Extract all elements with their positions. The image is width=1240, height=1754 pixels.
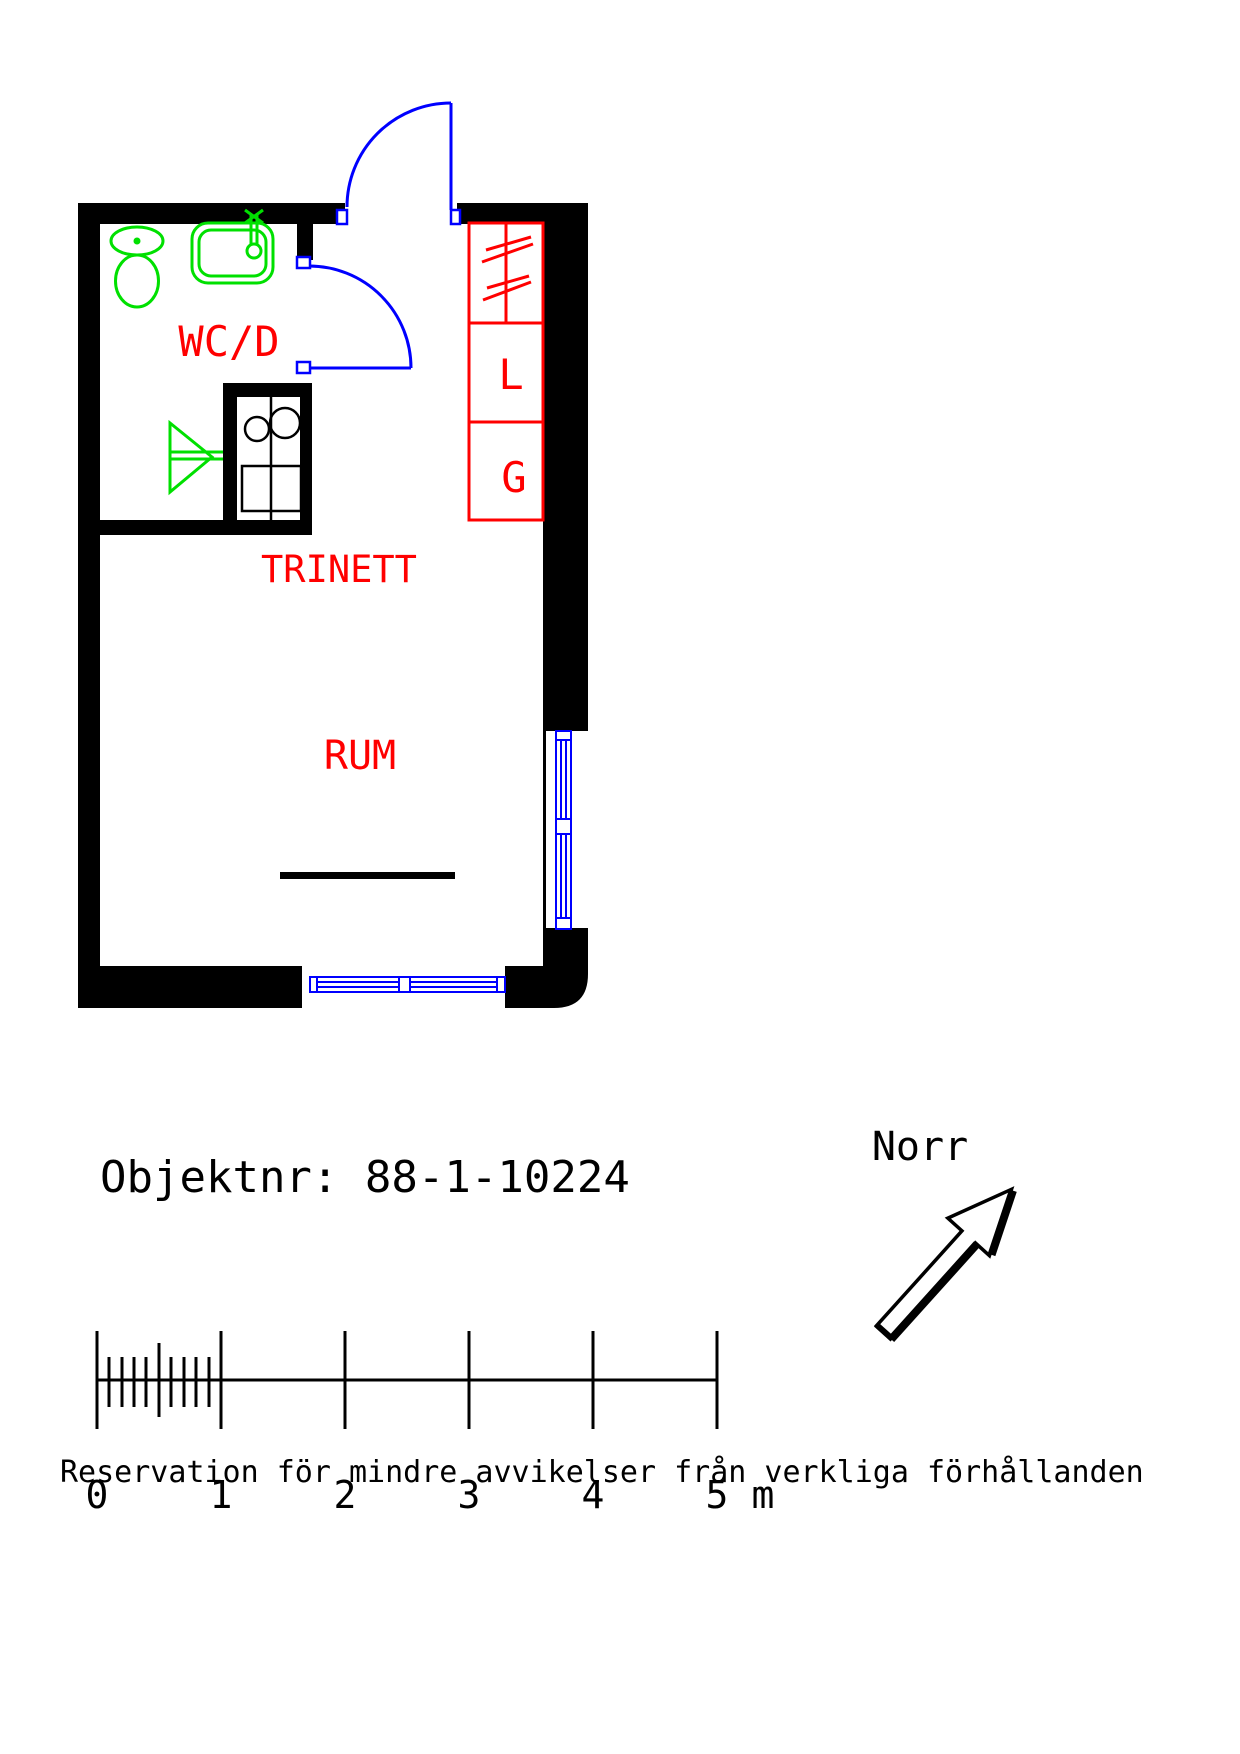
sink-faucet-handle — [244, 208, 264, 225]
entry-door — [335, 101, 462, 226]
sink-faucet-head — [245, 242, 263, 260]
wc-partition-wall — [297, 224, 313, 260]
north-arrow-shadow-head — [987, 1189, 1017, 1257]
north-arrow-icon — [873, 1186, 1017, 1343]
scale-tick-label: 3 — [458, 1473, 481, 1517]
toilet-bowl — [114, 253, 160, 309]
hob-small-icon — [243, 415, 271, 443]
bottom-right-corner-wall — [505, 928, 588, 1008]
kitchenette-interior — [237, 397, 300, 520]
right-wall-upper — [543, 203, 588, 731]
disclaimer-text: Reservation för mindre avvikelser från v… — [60, 1455, 1144, 1490]
entry-door-jamb-right — [449, 208, 462, 226]
beam-line — [280, 872, 455, 879]
room-label-rum: RUM — [324, 733, 396, 779]
walls — [78, 203, 588, 1008]
wc-door — [295, 255, 413, 375]
scale-tick-label: 0 — [86, 1473, 109, 1517]
object-number-text: Objektnr: 88-1-10224 — [100, 1152, 630, 1203]
wc-door-jamb-top — [295, 255, 312, 270]
scale-tick-label: 4 — [582, 1473, 605, 1517]
kitchenette-unit — [223, 383, 312, 535]
window-south — [309, 976, 506, 993]
scale-bar-labels: 0 1 2 3 4 5 m — [86, 1473, 775, 1517]
north-arrow-tail-cap — [874, 1322, 895, 1342]
room-label-trinett: TRINETT — [261, 548, 417, 591]
window-south-frame — [309, 976, 506, 993]
closets: L G — [467, 221, 545, 522]
wc-south-wall — [100, 520, 223, 535]
bottom-wall-left — [78, 966, 302, 1008]
window-niche-line — [543, 731, 546, 929]
wardrobe-hanger-tick — [485, 235, 532, 252]
scale-tick-label: 5 — [706, 1473, 729, 1517]
toilet-flush-dot — [133, 237, 141, 245]
sink-icon — [190, 208, 275, 285]
entry-door-swing-arc — [345, 101, 452, 208]
sink-outer — [190, 221, 275, 285]
wardrobe-hanger-tick — [482, 280, 532, 302]
room-label-wcd: WC/D — [178, 317, 279, 366]
window-east-frame — [555, 730, 572, 930]
north-label: Norr — [872, 1124, 968, 1170]
wc-door-jamb-bottom — [295, 360, 312, 375]
wc-door-swing-arc — [308, 264, 413, 369]
entry-door-jamb-left — [335, 208, 349, 226]
scale-tick-label: 1 — [210, 1473, 233, 1517]
scale-bar — [95, 1331, 719, 1429]
top-wall-left — [78, 203, 345, 224]
wardrobe-hanger-tick — [486, 274, 530, 290]
sink-inner — [197, 228, 268, 278]
scale-unit-label: m — [752, 1473, 775, 1517]
closet-label-l: L — [498, 350, 523, 399]
wardrobe-hanger-tick — [481, 242, 534, 264]
north-arrow-shadow-shaft — [888, 1241, 980, 1343]
window-east — [555, 730, 572, 930]
closet-label-g: G — [501, 453, 526, 502]
left-wall — [78, 203, 100, 1008]
hob-large-icon — [268, 406, 302, 440]
room-labels: WC/D TRINETT RUM — [178, 317, 417, 779]
kitchen-sink-icon — [240, 464, 303, 513]
shower-icon — [168, 419, 223, 496]
compass: Norr — [872, 1124, 1017, 1343]
scale-tick-label: 2 — [334, 1473, 357, 1517]
toilet-icon — [109, 225, 165, 309]
